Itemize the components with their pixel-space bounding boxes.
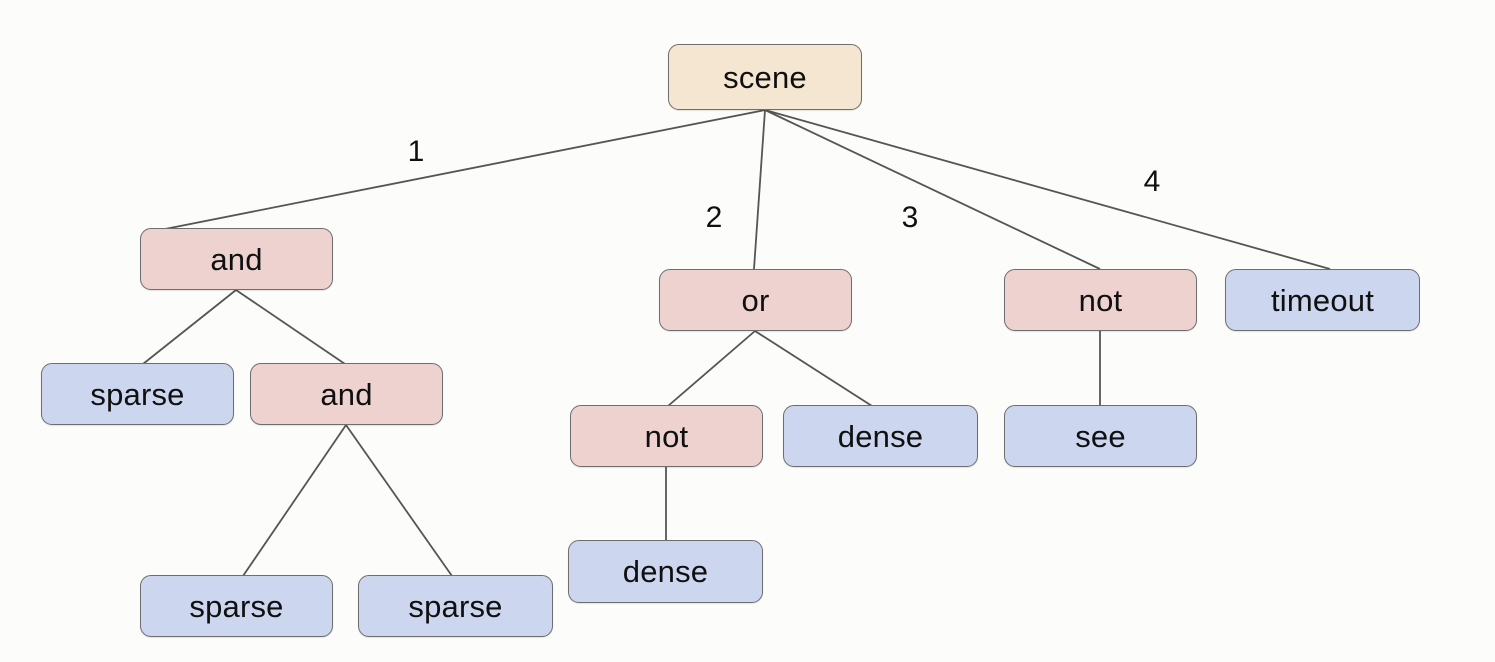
tree-node-label: dense xyxy=(837,418,924,454)
tree-edge xyxy=(764,109,1101,270)
tree-node-sparse1[interactable]: sparse xyxy=(41,363,234,425)
tree-node-sparse2[interactable]: sparse xyxy=(140,575,333,637)
tree-node-scene[interactable]: scene xyxy=(668,44,862,110)
tree-node-label: and xyxy=(210,241,263,277)
tree-node-label: and xyxy=(320,376,373,412)
tree-edge xyxy=(754,330,873,407)
tree-node-and1[interactable]: and xyxy=(140,228,333,290)
tree-node-label: timeout xyxy=(1270,282,1375,318)
tree-node-label: scene xyxy=(723,59,807,95)
tree-node-dense1[interactable]: dense xyxy=(783,405,978,467)
tree-edge xyxy=(753,109,766,270)
tree-node-label: dense xyxy=(622,554,709,589)
tree-node-and2[interactable]: and xyxy=(250,363,443,425)
tree-node-label: sparse xyxy=(408,588,503,624)
edge-label-4: 4 xyxy=(1143,165,1161,198)
tree-edge xyxy=(159,109,766,231)
tree-edge xyxy=(667,330,756,407)
tree-node-label: not xyxy=(1078,282,1123,318)
tree-edge xyxy=(764,109,1331,270)
tree-node-not2[interactable]: not xyxy=(570,405,763,467)
tree-node-see[interactable]: see xyxy=(1004,405,1197,467)
tree-edge xyxy=(345,424,453,577)
tree-node-label: sparse xyxy=(90,376,185,412)
tree-node-dense2[interactable]: dense xyxy=(568,540,763,603)
tree-edge xyxy=(142,289,237,365)
tree-node-timeout[interactable]: timeout xyxy=(1225,269,1420,331)
tree-edge xyxy=(242,424,347,577)
tree-node-not1[interactable]: not xyxy=(1004,269,1197,331)
tree-node-label: or xyxy=(741,282,770,318)
tree-node-label: see xyxy=(1075,418,1126,454)
tree-node-sparse3[interactable]: sparse xyxy=(358,575,553,637)
edge-label-1: 1 xyxy=(407,135,425,168)
tree-node-or1[interactable]: or xyxy=(659,269,852,331)
tree-node-label: not xyxy=(644,418,689,454)
tree-node-label: sparse xyxy=(189,588,284,624)
tree-edge xyxy=(235,289,346,365)
edge-label-2: 2 xyxy=(705,201,723,234)
edge-label-3: 3 xyxy=(901,201,919,234)
